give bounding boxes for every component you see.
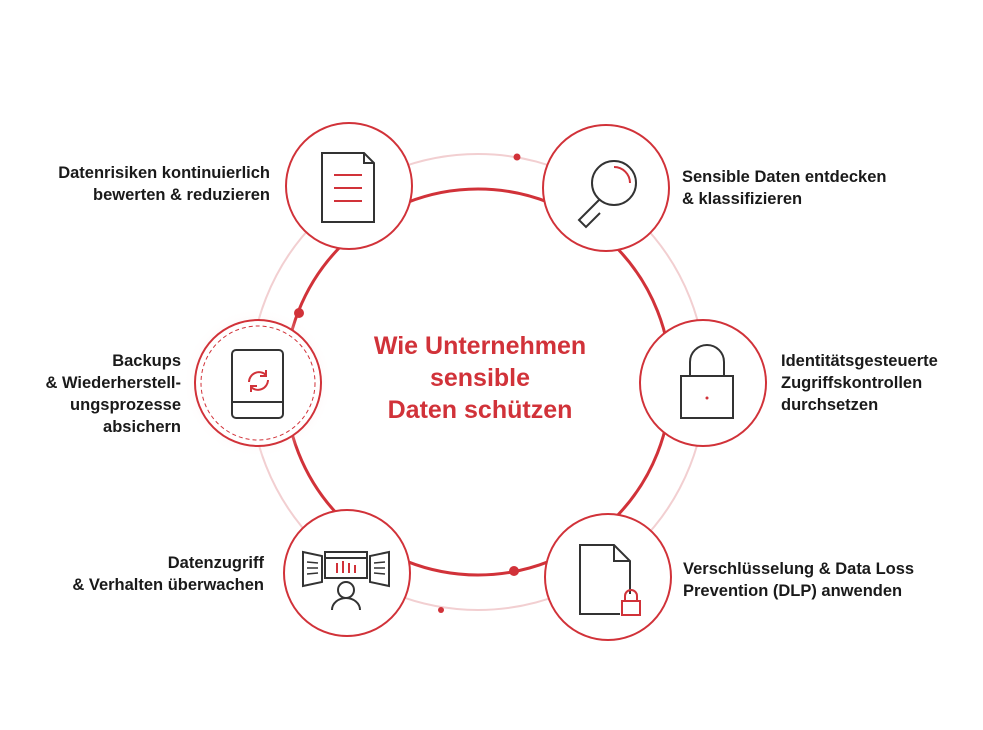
label-discover: Sensible Daten entdecken & klassifiziere… — [682, 166, 887, 210]
node-access — [639, 319, 767, 447]
title-line: Daten schützen — [387, 396, 573, 424]
label-line: Datenzugriff — [167, 554, 264, 572]
label-line: absichern — [103, 418, 181, 436]
label-line: & Wiederherstell- — [45, 374, 181, 392]
monitoring-user-icon — [302, 550, 390, 611]
label-line: bewerten & reduzieren — [93, 186, 270, 204]
title-line: Wie Unternehmen — [373, 332, 587, 360]
label-line: Sensible Daten entdecken — [682, 168, 887, 186]
label-risk: Datenrisiken kontinuierlich bewerten & r… — [58, 162, 270, 206]
node-monitor — [283, 509, 411, 637]
label-line: & Verhalten überwachen — [72, 576, 264, 594]
node-risk — [285, 122, 413, 250]
label-line: Verschlüsselung & Data Loss — [683, 560, 915, 578]
node-discover — [542, 124, 670, 252]
locked-file-icon — [579, 544, 641, 616]
label-line: ungsprozesse — [70, 396, 181, 414]
diagram-title: Wie Unternehmen sensible Daten schützen — [330, 330, 630, 426]
document-icon — [321, 152, 375, 223]
title-line: sensible — [429, 364, 531, 392]
ring-dot — [513, 153, 521, 161]
label-line: & klassifizieren — [682, 190, 803, 208]
label-dlp: Verschlüsselung & Data Loss Prevention (… — [683, 558, 914, 602]
magnifier-icon — [577, 160, 637, 229]
label-line: Prevention (DLP) anwenden — [683, 582, 903, 600]
label-monitor: Datenzugriff & Verhalten überwachen — [72, 552, 264, 596]
backup-device-icon — [231, 349, 284, 419]
label-access: Identitätsgesteuerte Zugriffskontrollen … — [781, 350, 938, 416]
label-line: durchsetzen — [781, 396, 879, 414]
label-backup: Backups & Wiederherstell- ungsprozesse a… — [45, 350, 181, 438]
label-line: Zugriffskontrollen — [781, 374, 923, 392]
ring-dot — [294, 308, 304, 318]
padlock-icon — [680, 344, 734, 419]
node-dlp — [544, 513, 672, 641]
ring-dot — [509, 566, 519, 576]
node-backup — [183, 308, 333, 458]
label-line: Identitätsgesteuerte — [781, 352, 938, 370]
label-line: Backups — [112, 352, 181, 370]
ring-dot — [438, 607, 444, 613]
label-line: Datenrisiken kontinuierlich — [58, 164, 270, 182]
